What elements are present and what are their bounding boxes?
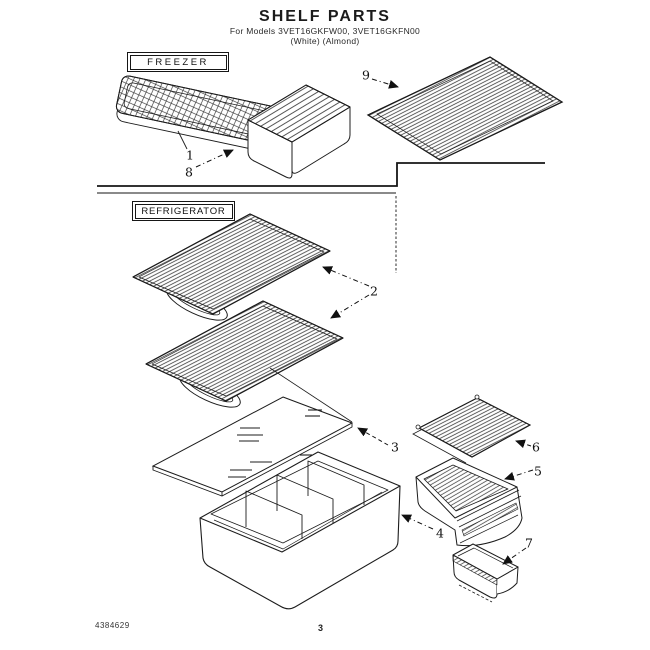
leader-lines	[195, 78, 534, 565]
callout-8-folded-shelf: 8	[185, 164, 193, 180]
part-4-crisper-pan	[199, 451, 401, 610]
part-2-shelf-upper	[132, 213, 331, 321]
refrigerator-section-label: REFRIGERATOR	[132, 201, 235, 221]
callout-5-meat-pan: 5	[534, 463, 542, 479]
part-6-small-wire-shelf	[412, 394, 532, 464]
part-7-door-bin	[452, 543, 519, 603]
document-number: 4384629	[95, 621, 130, 630]
freezer-section-label-text: FREEZER	[129, 54, 227, 70]
page-title: SHELF PARTS	[259, 8, 391, 25]
finish-line: (White) (Almond)	[290, 36, 360, 46]
part-2-shelf-lower	[145, 300, 344, 408]
page-number: 3	[318, 623, 324, 633]
section-divider	[97, 162, 545, 273]
callout-4-crisper-pan: 4	[436, 525, 444, 541]
part-8-folded-shelf	[247, 84, 351, 179]
part-5-meat-pan	[415, 457, 523, 547]
part-9-wire-shelf	[366, 56, 564, 161]
refrigerator-section-label-text: REFRIGERATOR	[134, 203, 233, 219]
callout-3-glass-shelf: 3	[391, 439, 399, 455]
callout-7-door-bin: 7	[525, 535, 533, 551]
callout-6-small-wire-shelf: 6	[532, 439, 540, 455]
freezer-section-label: FREEZER	[127, 52, 229, 72]
callout-2-refrigerator-shelves: 2	[370, 283, 378, 299]
part-3-glass-shelf	[151, 367, 354, 497]
models-line: For Models 3VET16GKFW00, 3VET16GKFN00	[229, 26, 421, 36]
callout-1-ice-tray: 1	[186, 147, 194, 163]
callout-9-freezer-wire-shelf: 9	[362, 67, 370, 83]
